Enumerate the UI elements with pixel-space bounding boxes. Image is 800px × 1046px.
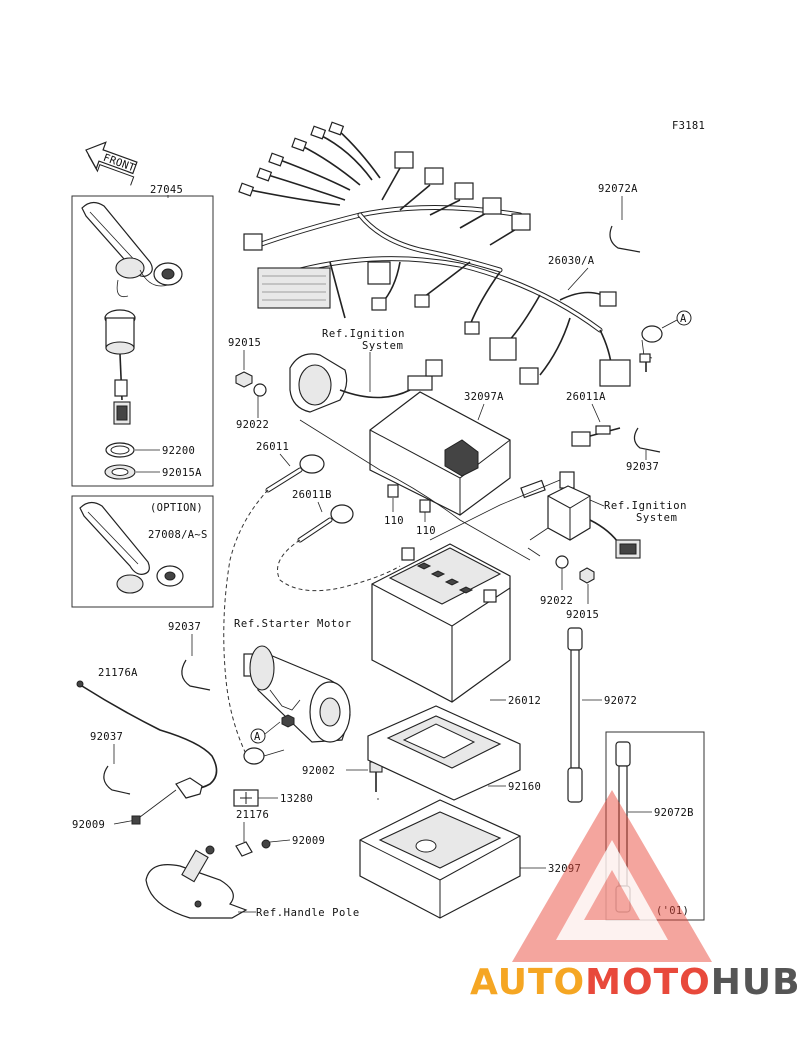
callout-32097A: 32097A <box>464 391 504 403</box>
ref-ignition-2-line1: Ref.Ignition <box>604 500 687 512</box>
callout-32097: 32097 <box>548 863 581 875</box>
callout-26011: 26011 <box>256 441 289 453</box>
cable-end-26011 <box>243 747 265 765</box>
battery-tray-92160 <box>367 705 521 801</box>
starter-motor <box>243 645 351 743</box>
clamp-92037-left1 <box>181 659 211 691</box>
option-box <box>71 495 214 608</box>
marker-a-top: A <box>639 310 692 372</box>
callout-92009-b: 92009 <box>292 835 325 847</box>
marker-a-bottom: A <box>250 721 281 744</box>
callout-26030A: 26030/A <box>548 255 595 267</box>
ref-starter-motor: Ref.Starter Motor <box>234 618 352 630</box>
callout-92160: 92160 <box>508 781 541 793</box>
option-lanyard <box>79 501 184 594</box>
watermark-hub: HUB <box>711 962 800 1003</box>
washer-92022-mid <box>555 555 569 569</box>
harness-main-connector <box>257 267 331 309</box>
handle-pole-bracket <box>145 845 248 919</box>
screw-92009-a <box>131 815 141 825</box>
cable-26011B <box>277 504 401 592</box>
ignition-switch-box <box>71 195 214 487</box>
callout-110-b: 110 <box>416 525 436 537</box>
callout-92072: 92072 <box>604 695 637 707</box>
callout-27045: 27045 <box>150 184 183 196</box>
callout-92022-mid: 92022 <box>540 595 573 607</box>
callout-92022-top: 92022 <box>236 419 269 431</box>
marker-a2: A <box>254 731 261 743</box>
callout-92015-mid: 92015 <box>566 609 599 621</box>
callout-21176A: 21176A <box>98 667 138 679</box>
callout-26011A: 26011A <box>566 391 606 403</box>
clamp-92072A <box>609 225 641 253</box>
screw-92009-b <box>261 839 271 849</box>
callout-92072B: 92072B <box>654 807 694 819</box>
ref-ignition-2-line2: System <box>636 512 678 524</box>
callout-27008: 27008/A~S <box>148 529 208 541</box>
marker-a1: A <box>680 313 687 325</box>
year-note: ('01) <box>656 905 689 917</box>
callout-92037-left1: 92037 <box>168 621 201 633</box>
battery-case-32097 <box>359 799 521 919</box>
figure-code: F3181 <box>672 120 705 132</box>
watermark-moto: MOTO <box>585 962 711 1003</box>
main-wiring-harness <box>238 121 631 387</box>
bolt-92002 <box>369 761 383 792</box>
callout-92009-a: 92009 <box>72 819 105 831</box>
watermark-logo <box>512 790 712 962</box>
nut-92015-mid <box>579 567 595 584</box>
callout-110-a: 110 <box>384 515 404 527</box>
front-arrow: FRONT <box>85 141 138 186</box>
callout-92200: 92200 <box>162 445 195 457</box>
ref-handle-pole: Ref.Handle Pole <box>256 907 360 919</box>
nut-92015-top <box>235 371 253 388</box>
bracket-21176 <box>235 841 253 857</box>
callout-92015-top: 92015 <box>228 337 261 349</box>
ignitor-unit-32097A <box>289 353 511 516</box>
callout-92002: 92002 <box>302 765 335 777</box>
lead-26011A <box>571 425 621 447</box>
clamp-92037-right <box>633 427 661 453</box>
band-92072 <box>567 627 583 803</box>
callout-26012: 26012 <box>508 695 541 707</box>
callout-92037-left2: 92037 <box>90 731 123 743</box>
ref-ignition-1-line2: System <box>362 340 404 352</box>
ground-lead-21176A <box>76 680 218 799</box>
callout-92037-right: 92037 <box>626 461 659 473</box>
callout-92015A: 92015A <box>162 467 202 479</box>
starter-relay <box>520 471 641 559</box>
watermark-text: AUTOMOTOHUB <box>470 962 800 1003</box>
nut-92015A <box>104 464 136 480</box>
ignition-switch-body <box>104 309 136 425</box>
option-label: (OPTION) <box>150 502 203 514</box>
callout-92072A: 92072A <box>598 183 638 195</box>
washer-92022-top <box>253 383 267 397</box>
washer-92200 <box>105 442 135 458</box>
ref-ignition-1-line1: Ref.Ignition <box>322 328 405 340</box>
clamp-92037-left2 <box>103 765 131 795</box>
callout-21176: 21176 <box>236 809 269 821</box>
callout-26011B: 26011B <box>292 489 332 501</box>
cable-26011 <box>223 454 325 755</box>
battery-26012 <box>371 543 511 703</box>
callout-13280: 13280 <box>280 793 313 805</box>
watermark-auto: AUTO <box>470 962 585 1003</box>
ignition-lanyard <box>81 201 183 298</box>
